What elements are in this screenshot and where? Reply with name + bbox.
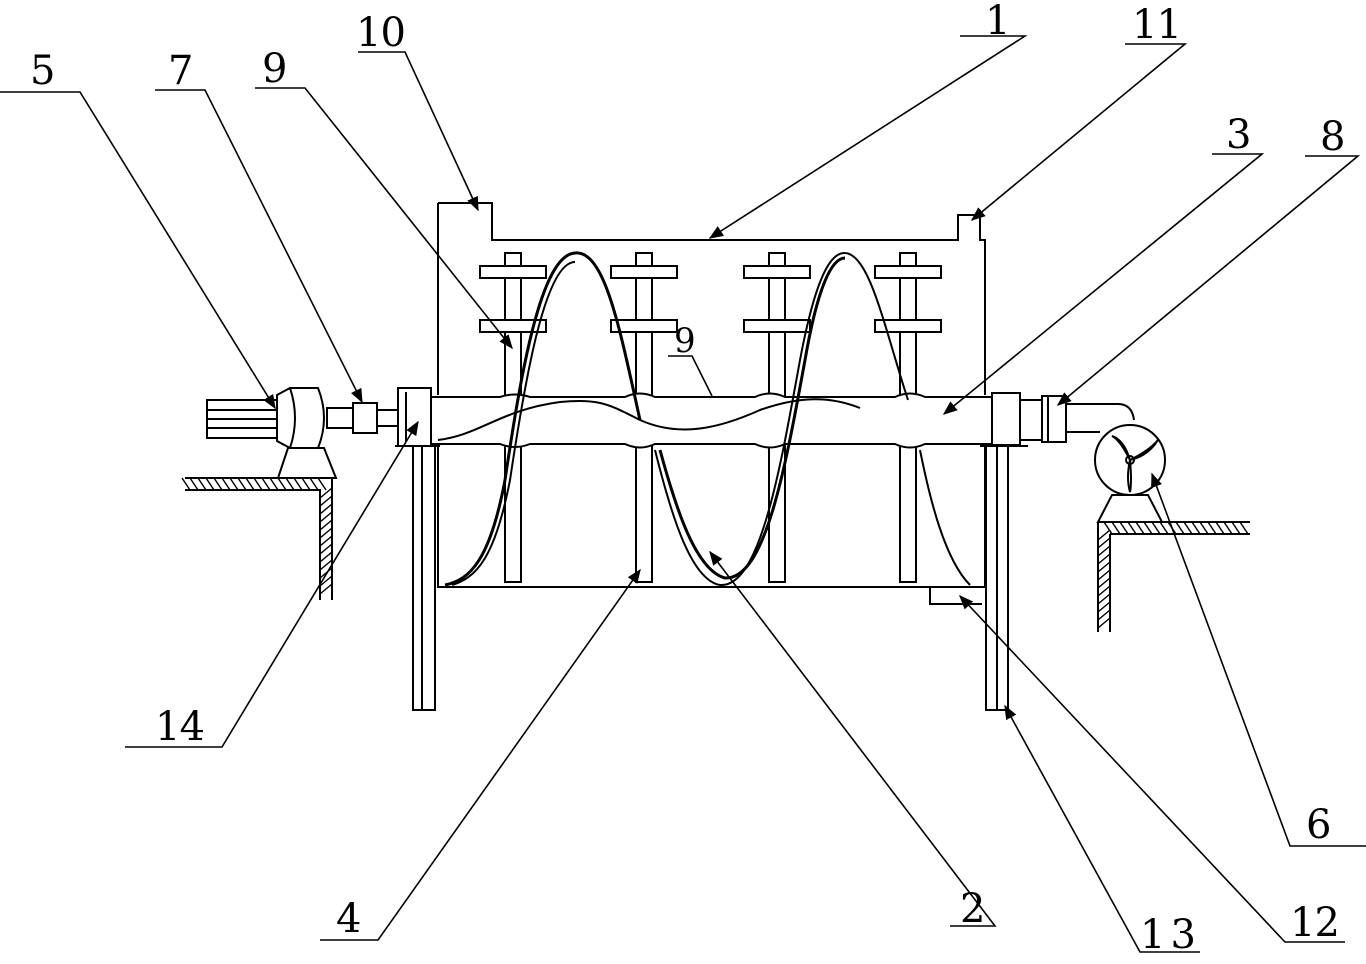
hatch-stroke xyxy=(319,503,333,515)
paddle-shaft-lower xyxy=(635,443,653,583)
hatch-stroke xyxy=(1143,521,1153,535)
left-bearing-seat xyxy=(397,387,432,447)
hatch-stroke xyxy=(1215,521,1225,535)
hatch-stroke xyxy=(221,477,231,491)
ground-left xyxy=(181,477,333,600)
right-bearing-seat xyxy=(991,392,1067,446)
hatch-stroke xyxy=(1097,529,1111,541)
hatch-stroke xyxy=(181,477,191,491)
hatch-stroke xyxy=(285,477,295,491)
hatch-stroke xyxy=(1097,585,1111,597)
hatch-stroke xyxy=(189,477,199,491)
hatch-stroke xyxy=(1119,521,1129,535)
paddle-shaft-lower xyxy=(899,443,917,583)
hatch-stroke xyxy=(253,477,263,491)
shaft-coupling-left xyxy=(326,402,404,434)
hatch-stroke xyxy=(1103,521,1113,535)
paddle-arm xyxy=(743,265,811,279)
hatch-stroke xyxy=(319,487,333,499)
hatch-stroke xyxy=(197,477,207,491)
label-1: 1 xyxy=(985,0,1010,44)
leader-lines xyxy=(0,35,1366,953)
hatch-stroke xyxy=(1239,521,1249,535)
hatch-stroke xyxy=(1127,521,1137,535)
ground-right xyxy=(1097,521,1250,632)
hatch-stroke xyxy=(319,495,333,507)
hatch-stroke xyxy=(1175,521,1185,535)
hatch-stroke xyxy=(261,477,271,491)
hatch-stroke xyxy=(319,551,333,563)
hatch-stroke xyxy=(1097,545,1111,557)
hatch-stroke xyxy=(293,477,303,491)
label-5: 5 xyxy=(30,48,55,94)
hatch-stroke xyxy=(1097,617,1111,629)
label-4: 4 xyxy=(336,896,361,942)
hatch-stroke xyxy=(1097,561,1111,573)
hatch-stroke xyxy=(1097,537,1111,549)
hatch-stroke xyxy=(309,477,319,491)
paddle-arm xyxy=(874,265,942,279)
hatch-stroke xyxy=(229,477,239,491)
blower-fan xyxy=(1066,403,1166,523)
hatch-stroke xyxy=(1223,521,1233,535)
hatch-stroke xyxy=(213,477,223,491)
hatch-stroke xyxy=(319,567,333,579)
hatch-stroke xyxy=(1207,521,1217,535)
support-leg-right xyxy=(980,445,1028,711)
hatch-stroke xyxy=(1097,593,1111,605)
label-9-inner: 9 xyxy=(674,321,696,361)
hatch-stroke xyxy=(319,527,333,539)
hatch-stroke xyxy=(319,559,333,571)
label-10: 10 xyxy=(356,10,406,56)
label-9-top: 9 xyxy=(262,46,287,92)
hatch-stroke xyxy=(269,477,279,491)
hatch-stroke xyxy=(1097,553,1111,565)
hatch-stroke xyxy=(301,477,311,491)
hatch-stroke xyxy=(319,543,333,555)
label-6: 6 xyxy=(1306,802,1331,848)
label-2: 2 xyxy=(960,886,985,932)
label-11: 11 xyxy=(1132,2,1182,48)
hatch-stroke xyxy=(1191,521,1201,535)
paddle-arm xyxy=(874,319,942,333)
label-7: 7 xyxy=(168,48,193,94)
hatch-stroke xyxy=(1231,521,1241,535)
label-3: 3 xyxy=(1226,112,1251,158)
drive-motor xyxy=(206,387,338,479)
hatch-stroke xyxy=(319,535,333,547)
paddle-arm xyxy=(479,265,547,279)
hatch-stroke xyxy=(319,575,333,587)
hatch-stroke xyxy=(1135,521,1145,535)
hatch-stroke xyxy=(1183,521,1193,535)
support-leg-left xyxy=(395,445,440,711)
hatch-stroke xyxy=(319,519,333,531)
hatch-stroke xyxy=(245,477,255,491)
hatch-stroke xyxy=(205,477,215,491)
paddle-arm xyxy=(610,265,678,279)
paddle-arm xyxy=(743,319,811,333)
hatch-stroke xyxy=(317,477,327,491)
paddle-arm xyxy=(610,319,678,333)
label-13: 13 xyxy=(1140,912,1196,958)
helical-ribbon xyxy=(444,251,971,587)
hatch-stroke xyxy=(1097,577,1111,589)
hatch-stroke xyxy=(1199,521,1209,535)
hatch-stroke xyxy=(319,511,333,523)
label-14: 14 xyxy=(155,704,205,750)
hatch-stroke xyxy=(1097,601,1111,613)
hatch-stroke xyxy=(1097,609,1111,621)
hatch-stroke xyxy=(1159,521,1169,535)
hatch-stroke xyxy=(1111,521,1121,535)
hatch-stroke xyxy=(237,477,247,491)
hatch-stroke xyxy=(1097,569,1111,581)
hatch-stroke xyxy=(277,477,287,491)
label-12: 12 xyxy=(1290,900,1340,946)
hatch-stroke xyxy=(1151,521,1161,535)
label-8: 8 xyxy=(1320,114,1345,160)
hatch-stroke xyxy=(319,583,333,595)
